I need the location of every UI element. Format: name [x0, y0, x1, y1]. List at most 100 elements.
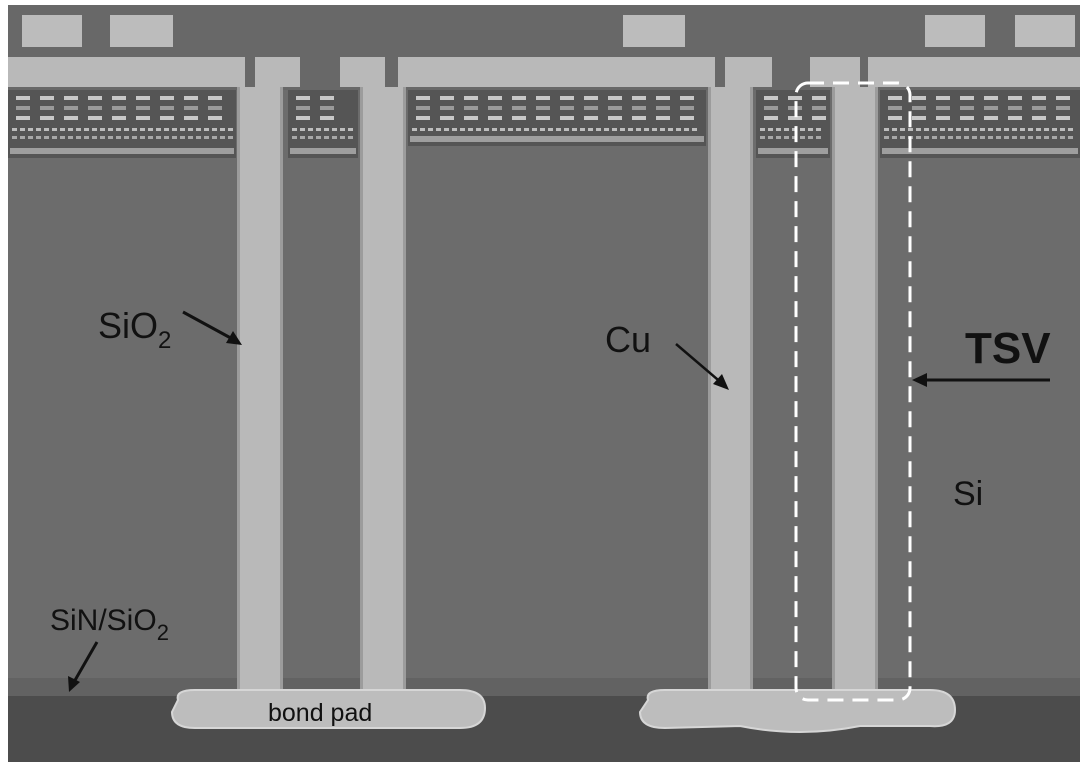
- interconnect: [984, 96, 998, 100]
- contact: [52, 128, 57, 131]
- bond-pad-left: [170, 689, 487, 729]
- top-metal-layer: [8, 57, 1080, 87]
- contact: [940, 136, 945, 139]
- contact: [468, 128, 473, 131]
- tsv-copper: [360, 87, 406, 695]
- interconnect: [608, 96, 622, 100]
- interconnect: [680, 106, 694, 110]
- contact: [172, 128, 177, 131]
- contact: [44, 128, 49, 131]
- contact: [124, 128, 129, 131]
- device-layers: [8, 90, 1080, 158]
- contact: [212, 136, 217, 139]
- contact: [1052, 136, 1057, 139]
- gate-layer: [290, 148, 356, 154]
- contact: [340, 128, 345, 131]
- interconnect: [764, 96, 778, 100]
- interconnect: [888, 96, 902, 100]
- contact: [108, 128, 113, 131]
- interconnect: [656, 116, 670, 120]
- bond-pad-label: bond pad: [268, 699, 372, 727]
- interconnect: [464, 96, 478, 100]
- interconnect: [136, 116, 150, 120]
- si-label: Si: [953, 475, 983, 513]
- sio2-label: SiO2: [98, 305, 171, 354]
- contact: [924, 136, 929, 139]
- bond-pad-right: [638, 689, 957, 733]
- contact: [800, 136, 805, 139]
- contact: [548, 128, 553, 131]
- contact: [1052, 128, 1057, 131]
- contact: [68, 136, 73, 139]
- interconnect: [64, 106, 78, 110]
- contact: [980, 128, 985, 131]
- interconnect: [16, 106, 30, 110]
- contact: [220, 136, 225, 139]
- contact: [412, 128, 417, 131]
- contact: [188, 136, 193, 139]
- contact: [964, 128, 969, 131]
- contact: [156, 128, 161, 131]
- contact: [816, 136, 821, 139]
- contact: [1020, 136, 1025, 139]
- interconnect: [88, 96, 102, 100]
- top-pad: [623, 15, 685, 47]
- contact: [956, 136, 961, 139]
- tsv-liner: [875, 87, 878, 695]
- interconnect: [488, 106, 502, 110]
- top-pads: [22, 15, 1075, 47]
- interconnect: [984, 116, 998, 120]
- contact: [68, 128, 73, 131]
- interconnect: [512, 106, 526, 110]
- contact: [1028, 136, 1033, 139]
- sio2-arrow: [182, 310, 239, 344]
- interconnect: [960, 116, 974, 120]
- contact: [348, 136, 353, 139]
- contact: [12, 136, 17, 139]
- contact: [516, 128, 521, 131]
- contact: [776, 128, 781, 131]
- interconnect: [464, 116, 478, 120]
- contact: [36, 136, 41, 139]
- interconnect: [160, 96, 174, 100]
- contact: [36, 128, 41, 131]
- device-region: [288, 90, 358, 158]
- contact: [164, 136, 169, 139]
- contact: [768, 128, 773, 131]
- contact: [12, 128, 17, 131]
- contact: [644, 128, 649, 131]
- interconnect: [512, 96, 526, 100]
- contact: [180, 136, 185, 139]
- contact: [428, 128, 433, 131]
- contact: [988, 136, 993, 139]
- contact: [784, 136, 789, 139]
- interconnect: [1008, 116, 1022, 120]
- device-region: [756, 90, 830, 158]
- tsv-label: TSV: [965, 324, 1051, 373]
- contact: [92, 136, 97, 139]
- contact: [180, 128, 185, 131]
- contact: [1060, 136, 1065, 139]
- contact: [1020, 128, 1025, 131]
- interconnect: [1032, 116, 1046, 120]
- interconnect: [320, 96, 334, 100]
- metal-line: [725, 57, 772, 87]
- contact: [776, 136, 781, 139]
- interconnect: [584, 96, 598, 100]
- cu-label: Cu: [605, 319, 651, 360]
- tsv-liner: [832, 87, 835, 695]
- sio2-arrowhead-icon: [226, 331, 242, 345]
- interconnect: [64, 96, 78, 100]
- contact: [760, 136, 765, 139]
- contact: [44, 136, 49, 139]
- interconnect: [296, 96, 310, 100]
- contact: [588, 128, 593, 131]
- contact: [508, 128, 513, 131]
- interconnect: [912, 106, 926, 110]
- contact: [972, 136, 977, 139]
- contact: [784, 128, 789, 131]
- interconnect: [912, 116, 926, 120]
- contact: [684, 128, 689, 131]
- contact: [116, 136, 121, 139]
- contact: [100, 128, 105, 131]
